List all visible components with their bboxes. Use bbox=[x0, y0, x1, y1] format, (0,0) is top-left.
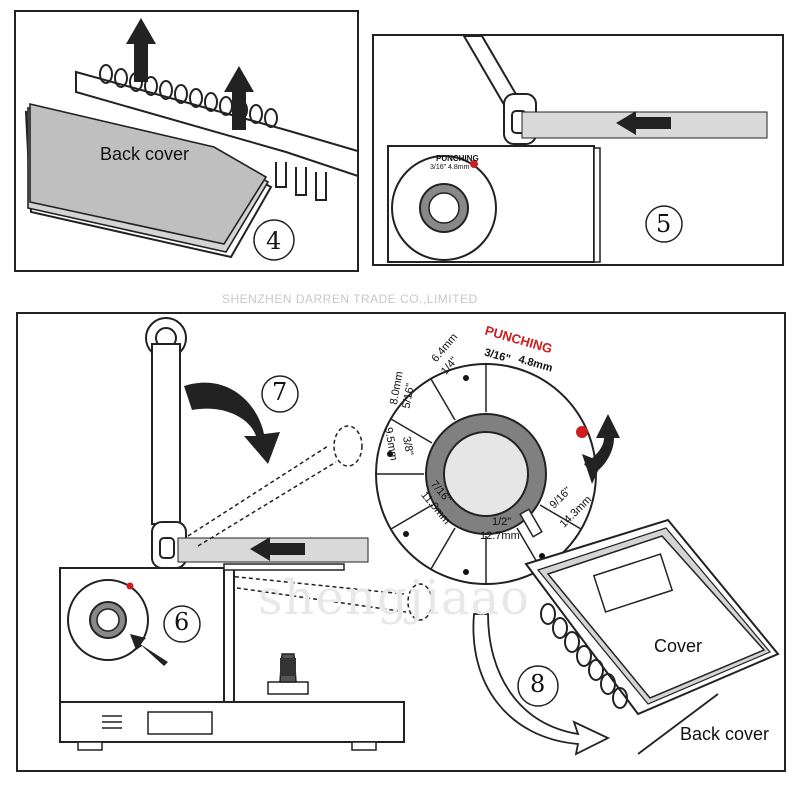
panel-steps-6-7-8: PUNCHING 3/16" 4.8mm 6.4mm 1/4" 8.0mm 5/… bbox=[16, 312, 786, 772]
step-number-6: 6 bbox=[174, 608, 190, 636]
step-number-8: 8 bbox=[530, 670, 546, 698]
machine-insert-paper-illustration bbox=[387, 36, 768, 263]
rotate-handle-arrow bbox=[184, 382, 280, 464]
brand-watermark: shengjiaao bbox=[258, 570, 530, 626]
dial-size-mm-5: 12.7mm bbox=[480, 530, 520, 542]
fold-cover-arrow bbox=[472, 613, 611, 756]
punching-dial-body bbox=[67, 579, 149, 661]
step-number-5: 5 bbox=[656, 210, 672, 238]
lift-arrow-right bbox=[224, 66, 254, 130]
company-watermark: SHENZHEN DARREN TRADE CO.,LIMITED bbox=[222, 292, 478, 306]
panel-step-4: Back cover 4 bbox=[14, 10, 359, 272]
punching-dial-small bbox=[391, 155, 497, 261]
back-cover-label-bottom: Back cover bbox=[680, 724, 770, 744]
dial-heading-small: PUNCHING bbox=[436, 154, 479, 163]
dial-size-inch-5: 1/2" bbox=[492, 516, 512, 528]
dial-selected-small: 3/16" 4.8mm bbox=[430, 164, 470, 171]
insert-arrow bbox=[616, 111, 671, 135]
dial-pointer-arrow bbox=[130, 634, 168, 666]
punching-dial-large bbox=[375, 363, 597, 585]
insert-arrow-bottom bbox=[250, 537, 305, 561]
panel-step-5: PUNCHING 3/16" 4.8mm 5 bbox=[372, 34, 784, 266]
binding-machine-ring-illustration bbox=[24, 18, 357, 261]
step-number-7: 7 bbox=[272, 378, 288, 406]
back-cover-label: Back cover bbox=[100, 144, 190, 164]
cover-label: Cover bbox=[654, 636, 703, 656]
binding-machine-full-illustration bbox=[59, 317, 780, 756]
step-number-4: 4 bbox=[266, 227, 282, 255]
lift-arrow-left bbox=[126, 18, 156, 82]
